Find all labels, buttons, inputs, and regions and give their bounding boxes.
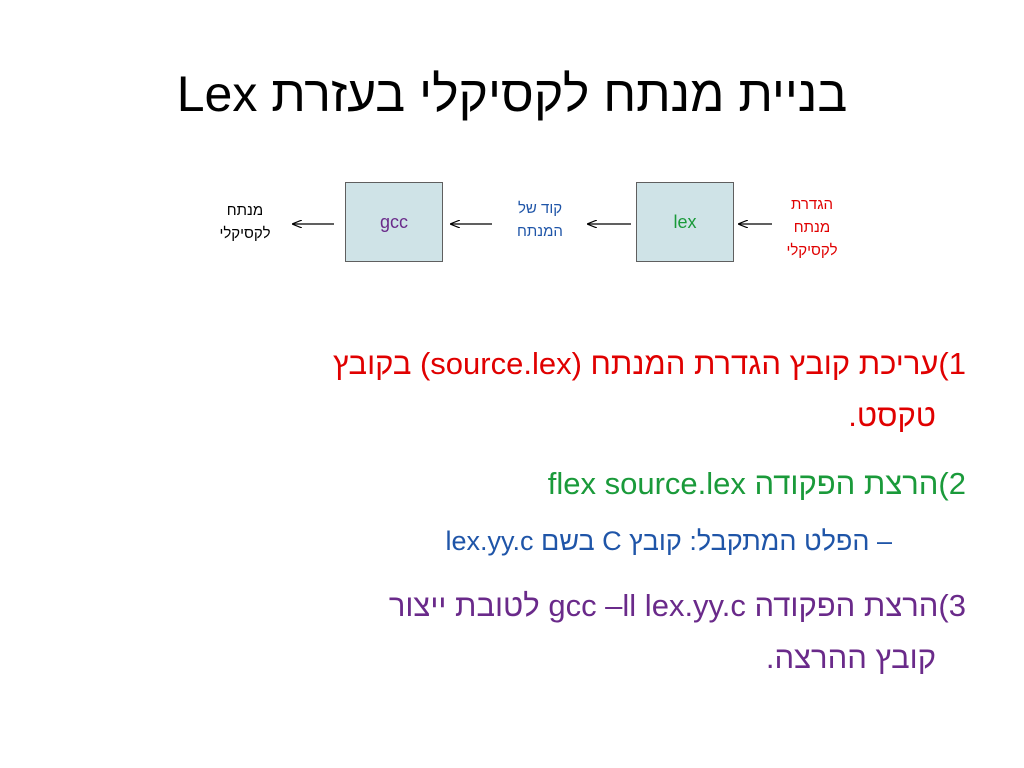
bullet-step-3: 3)הרצת הפקודה gcc –ll lex.yy.c לטובת ייצ…: [46, 580, 966, 684]
lex-box: lex: [636, 182, 734, 262]
lexer-definition-line: הגדרת: [790, 196, 834, 213]
lexer-code-label: קוד של המנתח: [492, 197, 588, 243]
bullet-step-1-line-2: טקסט.: [848, 398, 936, 433]
lexer-definition-line: לקסיקלי: [786, 242, 838, 259]
bullet-step-1: 1)עריכת קובץ הגדרת המנתח (source.lex) בק…: [46, 338, 966, 442]
lexer-definition-line: מנתח: [793, 219, 831, 236]
bullet-step-3-line-1: 3)הרצת הפקודה gcc –ll lex.yy.c לטובת ייצ…: [388, 588, 966, 623]
lexer-output-label: מנתח לקסיקלי: [200, 199, 290, 245]
lexer-definition-label: הגדרת מנתח לקסיקלי: [770, 193, 854, 262]
lexer-code-line: המנתח: [517, 223, 563, 240]
bullet-step-2-sub: – הפלט המתקבל: קובץ C בשם lex.yy.c: [32, 519, 893, 563]
diagram-arrows: [0, 0, 772, 300]
bullet-step-2-line-1: 2)הרצת הפקודה flex source.lex: [547, 466, 966, 501]
gcc-box: gcc: [345, 182, 443, 262]
slide-title: בניית מנתח לקסיקלי בעזרת Lex: [176, 66, 848, 122]
lexer-output-line: מנתח: [226, 202, 264, 219]
lexer-code-line: קוד של: [517, 200, 563, 217]
bullet-step-2-sub-line: – הפלט המתקבל: קובץ C בשם lex.yy.c: [445, 526, 893, 556]
bullet-step-1-line-1: 1)עריכת קובץ הגדרת המנתח (source.lex) בק…: [332, 346, 966, 381]
bullet-step-2: 2)הרצת הפקודה flex source.lex: [46, 458, 966, 510]
lexer-output-line: לקסיקלי: [219, 225, 271, 242]
bullet-step-3-line-2: קובץ ההרצה.: [765, 640, 936, 675]
